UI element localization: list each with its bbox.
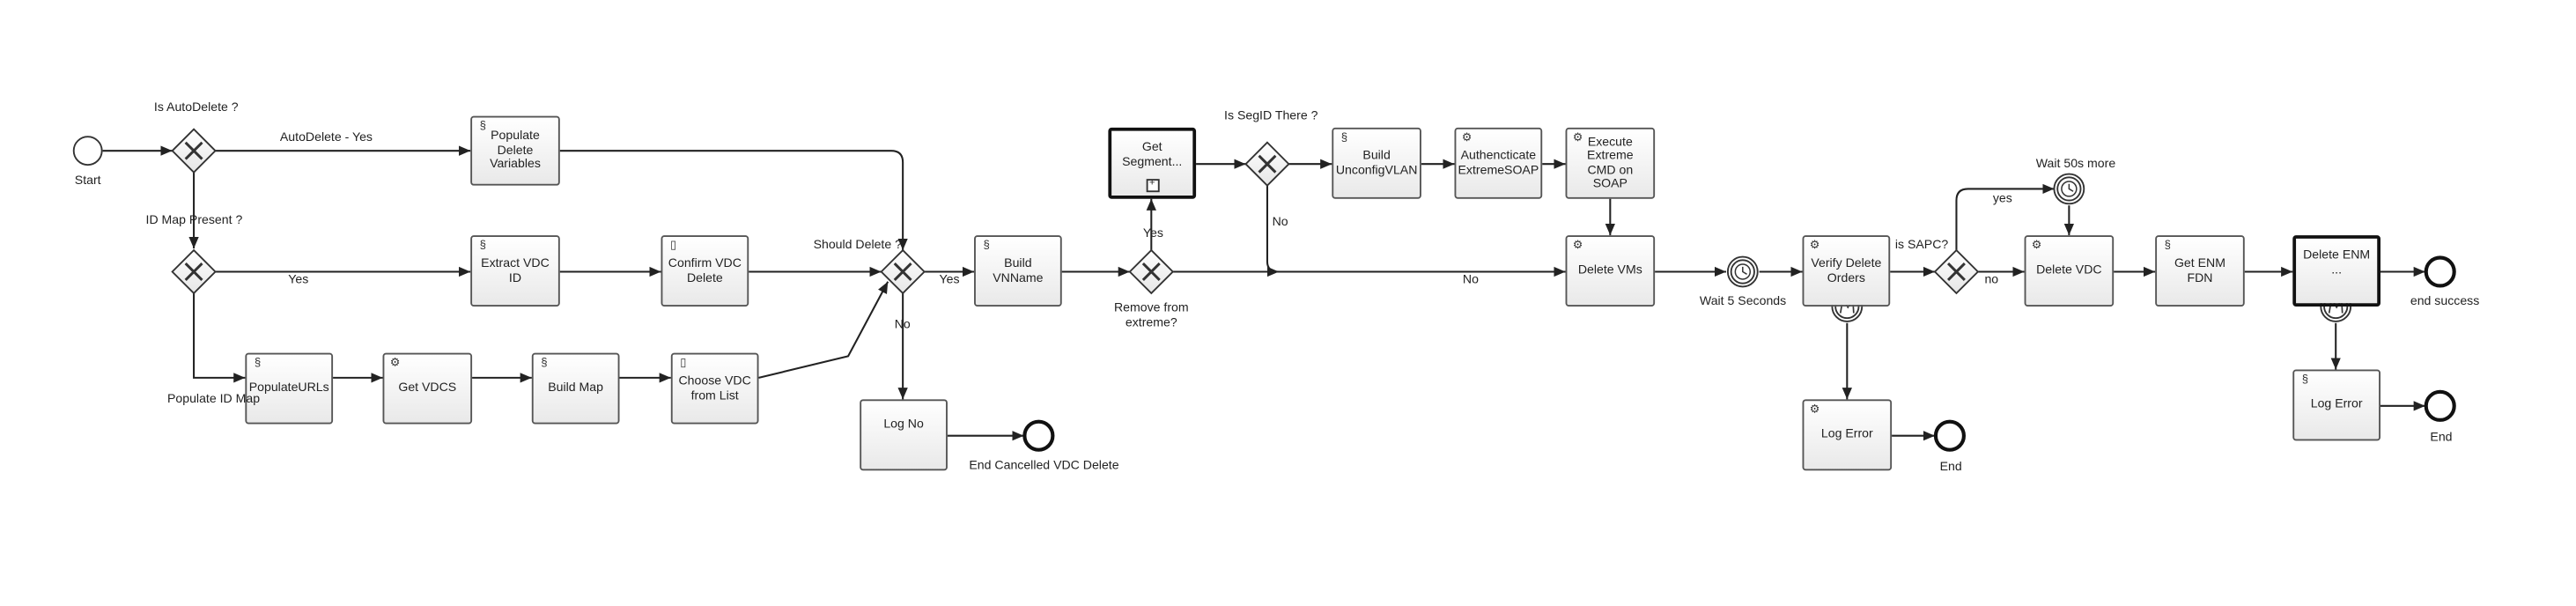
- script-task-icon: §: [983, 240, 990, 252]
- label-autodelete-yes: AutoDelete - Yes: [279, 129, 373, 144]
- script-task-icon: §: [254, 358, 262, 370]
- task-label: Build Map: [548, 380, 604, 395]
- service-task-icon: ⚙: [1572, 240, 1583, 252]
- task-label: Get Segment...: [1122, 139, 1183, 168]
- exclusive-gateway-icon[interactable]: [171, 248, 217, 295]
- label-is-sapc: is SAPC?: [1894, 236, 1949, 252]
- task-label: Authencticate ExtremeSOAP: [1458, 147, 1539, 177]
- exclusive-gateway-icon[interactable]: [1933, 248, 1980, 295]
- exclusive-gateway-icon[interactable]: [171, 128, 217, 174]
- task-label: Get ENM FDN: [2174, 255, 2225, 285]
- exclusive-gateway-icon[interactable]: [1244, 141, 1290, 188]
- task-authenticate-extremesoap[interactable]: ⚙ Authencticate ExtremeSOAP: [1454, 127, 1543, 199]
- script-task-icon: §: [2164, 240, 2171, 252]
- script-task-icon: §: [1340, 132, 1348, 144]
- task-log-error-right[interactable]: § Log Error: [2292, 369, 2380, 441]
- script-task-icon: §: [541, 358, 548, 370]
- label-end-mid: End: [1939, 459, 1962, 474]
- task-get-enm-fdn[interactable]: § Get ENM FDN: [2155, 235, 2245, 307]
- task-confirm-vdc-delete[interactable]: ▯ Confirm VDC Delete: [661, 235, 749, 307]
- task-label: Populate Delete Variables: [490, 128, 541, 172]
- task-choose-vdc-from-list[interactable]: ▯ Choose VDC from List: [670, 352, 759, 425]
- task-label: Build UnconfigVLAN: [1335, 147, 1418, 177]
- service-task-icon: ⚙: [2031, 240, 2042, 252]
- task-label: Execute Extreme CMD on SOAP: [1587, 133, 1634, 191]
- task-build-unconfigvlan[interactable]: § Build UnconfigVLAN: [1332, 127, 1421, 199]
- user-task-icon: ▯: [680, 358, 687, 370]
- label-should-delete: Should Delete ?: [813, 236, 902, 252]
- script-task-icon: §: [479, 240, 486, 252]
- task-label: Delete VDC: [2036, 262, 2102, 277]
- task-label: Delete VMs: [1577, 262, 1642, 277]
- task-get-vdcs[interactable]: ⚙ Get VDCS: [382, 352, 473, 425]
- subprocess-get-segment[interactable]: Get Segment... +: [1108, 127, 1197, 199]
- label-yes-4: yes: [1992, 190, 2012, 206]
- timer-event-icon[interactable]: [1726, 255, 1759, 288]
- label-no-1: No: [894, 316, 911, 332]
- label-remove-from-extreme: Remove from extreme?: [1113, 299, 1189, 330]
- label-no-2: No: [1272, 213, 1288, 229]
- task-label: Get VDCS: [398, 380, 457, 395]
- label-populate-id-map: Populate ID Map: [166, 390, 261, 406]
- label-no-4: no: [1984, 271, 1999, 287]
- task-label: Log No: [883, 416, 924, 432]
- subprocess-expand-icon[interactable]: +: [1145, 179, 1159, 193]
- subprocess-delete-enm[interactable]: Delete ENM ...: [2292, 235, 2380, 307]
- task-label: Verify Delete Orders: [1811, 255, 1882, 285]
- exclusive-gateway-icon[interactable]: [880, 248, 926, 295]
- user-task-icon: ▯: [669, 240, 677, 252]
- task-extract-vdc-id[interactable]: § Extract VDC ID: [470, 235, 560, 307]
- service-task-icon: ⚙: [1461, 132, 1473, 144]
- end-event-cancelled[interactable]: [1022, 419, 1055, 452]
- script-task-icon: §: [479, 121, 486, 133]
- task-label: PopulateURLs: [248, 380, 329, 395]
- start-event[interactable]: [72, 136, 103, 166]
- task-build-map[interactable]: § Build Map: [531, 352, 620, 425]
- timer-event-icon[interactable]: [2053, 173, 2085, 205]
- label-end-success: end success: [2410, 292, 2480, 308]
- label-is-autodelete: Is AutoDelete ?: [153, 99, 239, 115]
- label-yes-3: Yes: [1142, 225, 1163, 240]
- task-verify-delete-orders[interactable]: ⚙ Verify Delete Orders: [1802, 235, 1891, 307]
- label-segid-there: Is SegID There ?: [1224, 107, 1318, 123]
- label-wait-50s-more: Wait 50s more: [2035, 155, 2116, 171]
- end-event-mid[interactable]: [1933, 419, 1966, 452]
- label-end-right: End: [2430, 429, 2453, 445]
- task-log-error-mid[interactable]: ⚙ Log Error: [1802, 399, 1893, 471]
- label-start: Start: [74, 172, 101, 188]
- label-end-cancelled: End Cancelled VDC Delete: [969, 457, 1119, 473]
- service-task-icon: ⚙: [1809, 403, 1820, 417]
- exclusive-gateway-icon[interactable]: [1128, 248, 1175, 295]
- service-task-icon: ⚙: [389, 358, 401, 370]
- task-label: Build VNName: [993, 255, 1044, 285]
- task-label: Log Error: [1820, 425, 1873, 441]
- task-delete-vdc[interactable]: ⚙ Delete VDC: [2024, 235, 2115, 307]
- label-wait-5-seconds: Wait 5 Seconds: [1699, 292, 1787, 308]
- label-no-3: No: [1462, 271, 1479, 287]
- task-populate-delete-variables[interactable]: § Populate Delete Variables: [470, 115, 560, 186]
- task-label: Log Error: [2310, 396, 2363, 411]
- label-id-map-present: ID Map Present ?: [145, 211, 243, 227]
- task-execute-extreme-cmd[interactable]: ⚙ Execute Extreme CMD on SOAP: [1565, 127, 1656, 199]
- task-populate-urls[interactable]: § PopulateURLs: [245, 352, 334, 425]
- service-task-icon: ⚙: [1809, 240, 1820, 252]
- task-log-no[interactable]: Log No: [860, 399, 948, 471]
- script-task-icon: §: [2301, 374, 2309, 387]
- task-label: Choose VDC from List: [678, 373, 751, 403]
- service-task-icon: ⚙: [1572, 132, 1583, 144]
- task-label: Extract VDC ID: [481, 255, 550, 285]
- task-label: Delete ENM ...: [2303, 247, 2371, 277]
- label-yes-2: Yes: [939, 271, 960, 287]
- task-delete-vms[interactable]: ⚙ Delete VMs: [1565, 235, 1656, 307]
- task-build-vnname[interactable]: § Build VNName: [974, 235, 1062, 307]
- task-label: Confirm VDC Delete: [668, 255, 742, 285]
- end-event-success[interactable]: [2424, 255, 2456, 288]
- end-event-right[interactable]: [2424, 389, 2456, 422]
- label-yes-1: Yes: [288, 271, 309, 287]
